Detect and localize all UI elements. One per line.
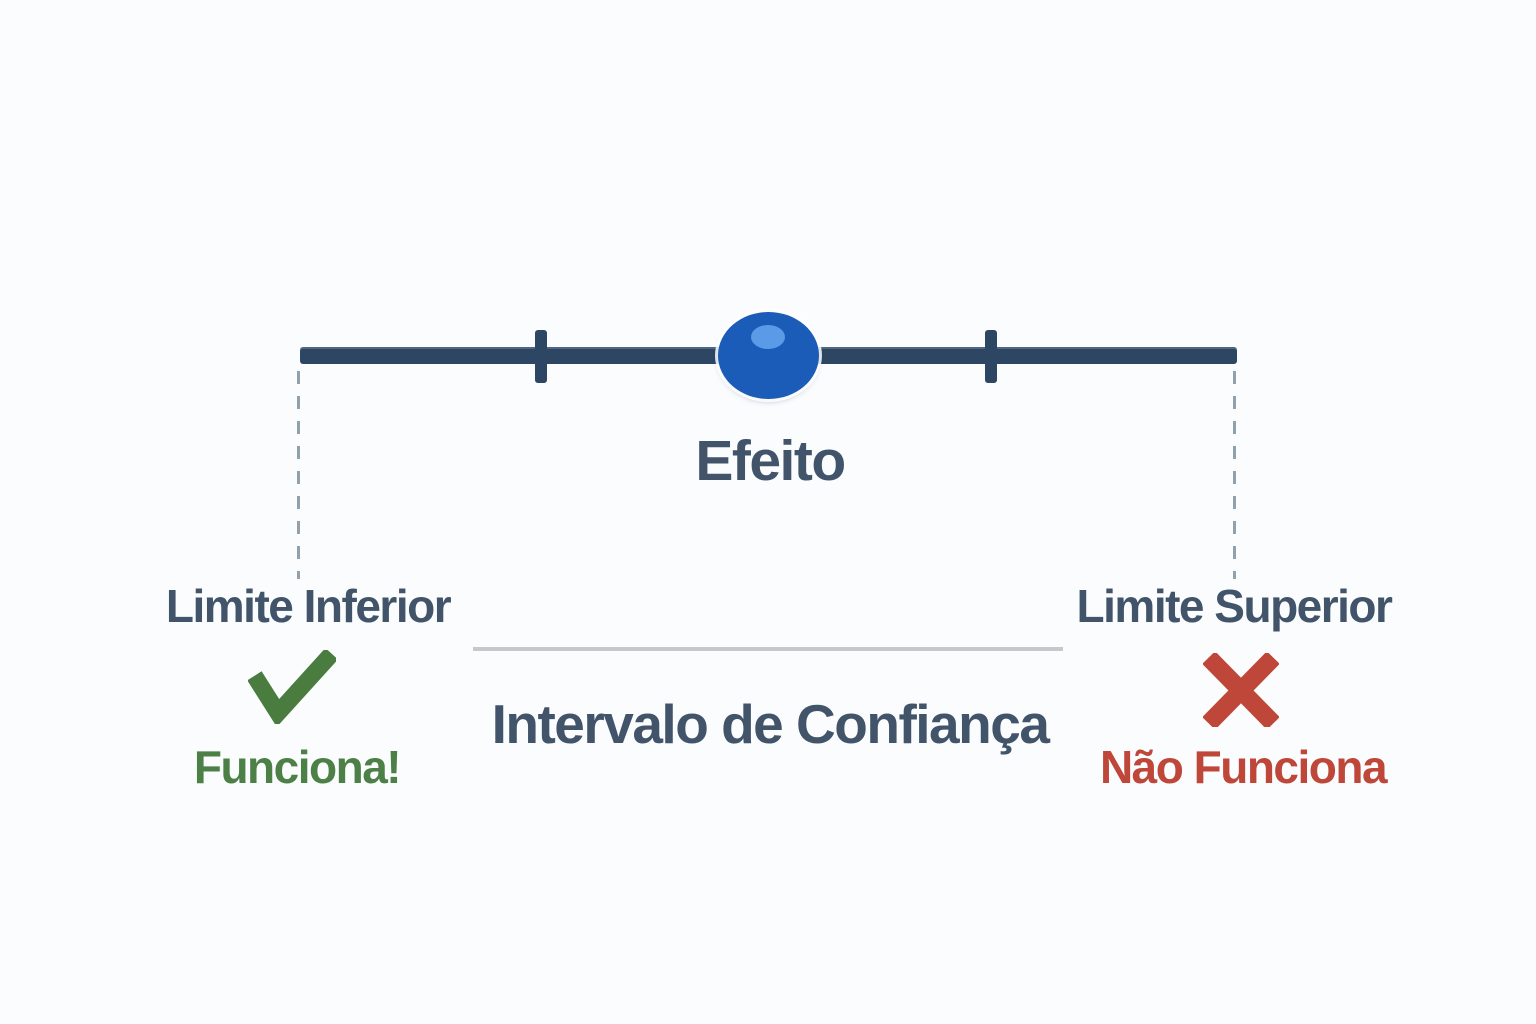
check-icon (247, 647, 339, 729)
upper-bound-verdict: Não Funciona (1099, 741, 1388, 793)
point-estimate-dot (718, 312, 819, 399)
x-icon (1202, 651, 1280, 732)
dashed-guide-lower (297, 371, 300, 579)
dot-highlight (751, 325, 785, 349)
caption-divider (473, 647, 1063, 651)
interval-tick-right (985, 330, 997, 383)
lower-bound-label: Limite Inferior (165, 580, 452, 632)
dashed-guide-upper (1233, 371, 1236, 579)
upper-bound-label: Limite Superior (1076, 580, 1393, 632)
interval-caption: Intervalo de Confiança (491, 693, 1050, 755)
point-estimate-label: Efeito (695, 429, 846, 493)
interval-tick-left (535, 330, 547, 383)
lower-bound-verdict: Funciona! (193, 741, 402, 793)
